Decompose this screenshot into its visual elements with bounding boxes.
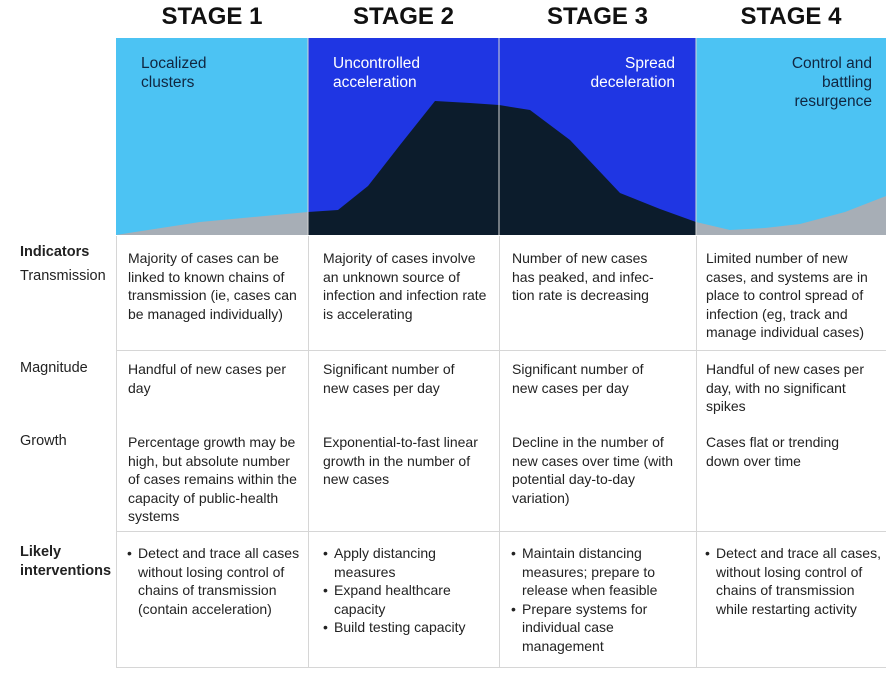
epidemic-curve bbox=[308, 101, 696, 235]
column-divider bbox=[696, 236, 697, 668]
column-divider bbox=[499, 236, 500, 668]
row-label-likely: Likely bbox=[20, 544, 62, 560]
intervention-item: Maintain distancing measures; prepare to… bbox=[510, 544, 690, 600]
intervention-item: Detect and trace all cases without losin… bbox=[126, 544, 306, 618]
column-divider bbox=[308, 236, 309, 668]
row-label-indicators: Indicators bbox=[20, 244, 90, 260]
interventions-stage-1: Detect and trace all cases without losin… bbox=[126, 544, 306, 618]
stage-3-label: Spread deceleration bbox=[590, 55, 675, 91]
stage-2-title: STAGE 2 bbox=[353, 3, 454, 30]
stage-3-title: STAGE 3 bbox=[547, 3, 648, 30]
stage-4-panel bbox=[696, 38, 886, 235]
stage-1-curve-wedge bbox=[116, 212, 308, 235]
magnitude-stage-4: Handful of new cases per day, with no si… bbox=[706, 361, 864, 414]
growth-stage-2: Exponential-to-fast linear growth in the… bbox=[323, 434, 478, 487]
transmission-stage-3: Number of new cases has peaked, and infe… bbox=[512, 250, 654, 303]
row-label-interventions: interventions bbox=[20, 563, 112, 579]
stage-1-panel bbox=[116, 38, 308, 235]
magnitude-stage-3: Significant number of new cases per day bbox=[512, 361, 644, 396]
stage-4-curve-wedge bbox=[696, 196, 886, 235]
intervention-item: Build testing capacity bbox=[322, 618, 492, 637]
interventions-stage-2: Apply distancing measures Expand healthc… bbox=[322, 544, 492, 637]
transmission-stage-2: Majority of cases involve an unknown sou… bbox=[323, 250, 487, 322]
interventions-stage-3: Maintain distancing measures; prepare to… bbox=[510, 544, 690, 655]
row-divider bbox=[116, 667, 886, 668]
row-label-magnitude: Magnitude bbox=[20, 360, 88, 376]
growth-stage-4: Cases flat or trending down over time bbox=[706, 434, 840, 469]
stage-1-title: STAGE 1 bbox=[161, 3, 263, 30]
column-divider bbox=[116, 236, 117, 668]
stage-1-label: Localized clusters bbox=[141, 55, 207, 91]
intervention-item: Detect and trace all cases, without losi… bbox=[704, 544, 882, 618]
growth-stage-1: Percentage growth may be high, but absol… bbox=[128, 434, 297, 524]
growth-stage-3: Decline in the number of new cases over … bbox=[512, 434, 674, 506]
row-label-transmission: Transmission bbox=[20, 268, 106, 284]
row-divider bbox=[116, 350, 886, 351]
stage-4-title: STAGE 4 bbox=[740, 3, 842, 30]
epidemic-curve-diagram bbox=[116, 38, 886, 235]
magnitude-stage-2: Significant number of new cases per day bbox=[323, 361, 455, 396]
intervention-item: Apply distancing measures bbox=[322, 544, 492, 581]
intervention-item: Prepare systems for individual case mana… bbox=[510, 600, 690, 656]
row-label-growth: Growth bbox=[20, 433, 67, 449]
transmission-stage-4: Limited number of new cases, and systems… bbox=[706, 250, 868, 340]
stage-4-label: Control and battling resurgence bbox=[791, 55, 872, 110]
intervention-item: Expand healthcare capacity bbox=[322, 581, 492, 618]
magnitude-stage-1: Handful of new cases per day bbox=[128, 361, 286, 396]
transmission-stage-1: Majority of cases can be linked to known… bbox=[128, 250, 297, 322]
stage-2-label: Uncontrolled acceleration bbox=[333, 55, 421, 91]
interventions-stage-4: Detect and trace all cases, without losi… bbox=[704, 544, 882, 618]
row-divider bbox=[116, 531, 886, 532]
